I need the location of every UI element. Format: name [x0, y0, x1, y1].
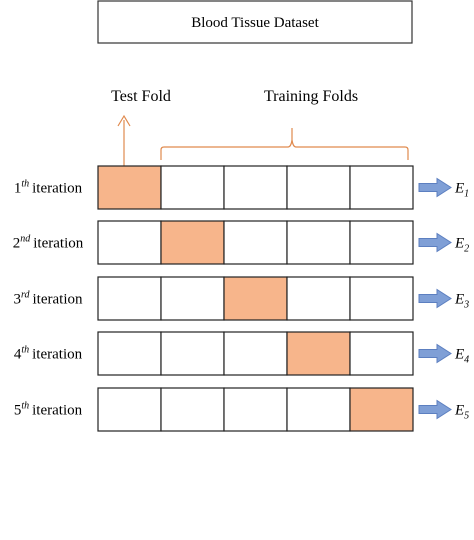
training-fold-cell — [223, 387, 288, 432]
iteration-word: iteration — [33, 236, 83, 252]
training-fold-cell — [97, 387, 162, 432]
error-index: 1 — [464, 189, 469, 200]
iteration-number: 1 — [14, 181, 22, 197]
error-symbol: E — [454, 347, 464, 363]
test-fold-cell — [97, 165, 162, 210]
result-arrow-icon — [418, 232, 452, 253]
test-fold-cell — [223, 276, 288, 321]
iteration-suffix: th — [21, 179, 29, 190]
title-box — [97, 0, 413, 44]
training-fold-cell — [97, 220, 162, 265]
iteration-suffix: th — [21, 401, 29, 412]
training-fold-cell — [160, 387, 225, 432]
result-arrow-icon — [418, 288, 452, 309]
error-symbol: E — [454, 236, 464, 252]
error-index: 4 — [464, 355, 469, 366]
error-symbol: E — [454, 181, 464, 197]
training-fold-cell — [286, 387, 351, 432]
error-index: 5 — [464, 411, 469, 422]
iteration-number: 2 — [13, 236, 21, 252]
training-fold-cell — [97, 331, 162, 376]
training-fold-cell — [349, 165, 414, 210]
training-fold-cell — [223, 165, 288, 210]
test-arrow-head — [117, 114, 131, 127]
iteration-suffix: rd — [21, 290, 31, 301]
error-label: E1 — [454, 181, 469, 200]
training-fold-cell — [97, 276, 162, 321]
iteration-word: iteration — [32, 181, 82, 197]
error-symbol: E — [454, 292, 464, 308]
error-label: E4 — [454, 347, 469, 366]
training-fold-cell — [349, 220, 414, 265]
iteration-word: iteration — [32, 347, 82, 363]
iteration-number: 4 — [14, 347, 22, 363]
test-fold-cell — [286, 331, 351, 376]
iteration-word: iteration — [32, 403, 82, 419]
error-label: E5 — [454, 403, 469, 422]
iteration-number: 5 — [14, 403, 22, 419]
dataset-title: Blood Tissue Dataset — [191, 15, 319, 31]
test-fold-cell — [160, 220, 225, 265]
training-fold-cell — [160, 276, 225, 321]
training-folds-label: Training Folds — [264, 88, 358, 105]
error-label: E3 — [454, 292, 469, 311]
result-arrow-icon — [418, 399, 452, 420]
test-fold-cell — [349, 387, 414, 432]
training-fold-cell — [160, 331, 225, 376]
training-fold-cell — [286, 220, 351, 265]
iteration-word: iteration — [33, 292, 83, 308]
training-fold-cell — [349, 331, 414, 376]
training-fold-cell — [223, 331, 288, 376]
training-fold-cell — [349, 276, 414, 321]
training-folds-brace — [160, 128, 409, 160]
iteration-number: 3 — [13, 292, 21, 308]
result-arrow-icon — [418, 177, 452, 198]
error-index: 3 — [463, 300, 469, 311]
error-symbol: E — [454, 403, 464, 419]
training-fold-cell — [223, 220, 288, 265]
test-fold-label: Test Fold — [111, 88, 171, 105]
training-fold-cell — [286, 276, 351, 321]
iteration-suffix: th — [21, 345, 29, 356]
training-fold-cell — [160, 165, 225, 210]
result-arrow-icon — [418, 343, 452, 364]
training-fold-cell — [286, 165, 351, 210]
error-label: E2 — [454, 236, 469, 255]
error-index: 2 — [464, 244, 469, 255]
iteration-suffix: nd — [20, 234, 31, 245]
